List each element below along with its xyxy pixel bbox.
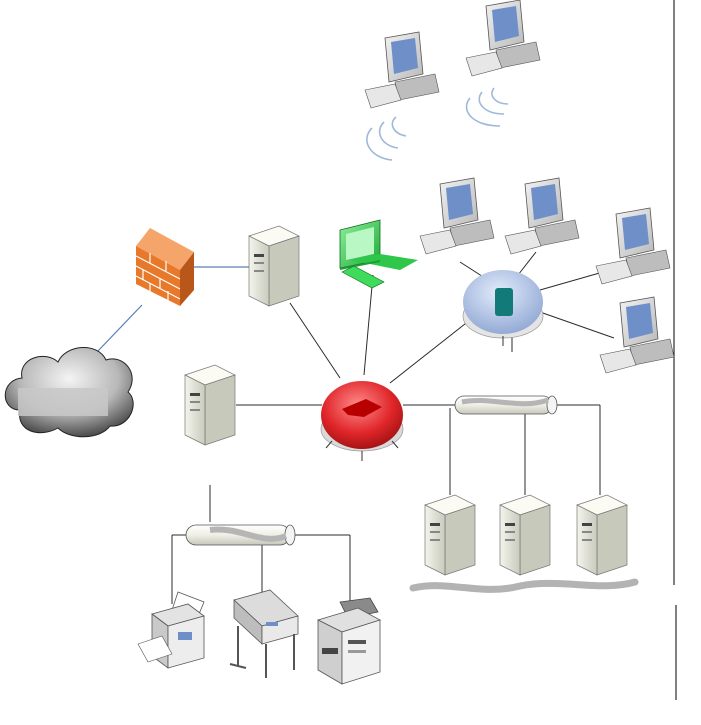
server-icon xyxy=(424,494,476,576)
wireless-pc-2 xyxy=(465,0,541,77)
server-icon xyxy=(576,494,628,576)
hub-pc-2 xyxy=(504,177,580,255)
workstation-icon xyxy=(339,219,418,289)
hub-icon xyxy=(462,270,544,346)
printer-icon xyxy=(137,591,205,669)
server-icon xyxy=(499,494,551,576)
router-icon xyxy=(320,381,404,461)
workstation-icon xyxy=(504,177,580,255)
server-3 xyxy=(576,494,628,576)
server-bus xyxy=(454,395,558,415)
printer-bus xyxy=(185,524,296,546)
left-server xyxy=(184,364,236,446)
secondary-hub xyxy=(462,270,544,346)
plotter xyxy=(229,589,299,678)
hub-pc-1 xyxy=(419,177,495,255)
wireless-pc-1 xyxy=(364,31,440,109)
green-workstation xyxy=(339,219,418,289)
server-icon xyxy=(248,225,300,307)
web-server xyxy=(248,225,300,307)
printer-2 xyxy=(316,597,382,685)
hub-pc-3 xyxy=(595,207,671,285)
cloud-icon xyxy=(4,347,134,438)
server-base-shadow xyxy=(409,578,639,593)
workstation-icon xyxy=(465,0,541,77)
plotter-icon xyxy=(229,589,299,678)
workstation-icon xyxy=(419,177,495,255)
workstation-icon xyxy=(364,31,440,109)
firewall-icon xyxy=(135,228,194,306)
server-icon xyxy=(184,364,236,446)
server-1 xyxy=(424,494,476,576)
central-router xyxy=(320,381,404,461)
printer-icon xyxy=(316,597,382,685)
wireless-icon xyxy=(465,87,509,127)
hub-pc-4 xyxy=(599,296,675,374)
wireless-icon xyxy=(366,116,407,161)
workstation-icon xyxy=(599,296,675,374)
workstation-icon xyxy=(595,207,671,285)
server-2 xyxy=(499,494,551,576)
printer-1 xyxy=(137,591,205,669)
